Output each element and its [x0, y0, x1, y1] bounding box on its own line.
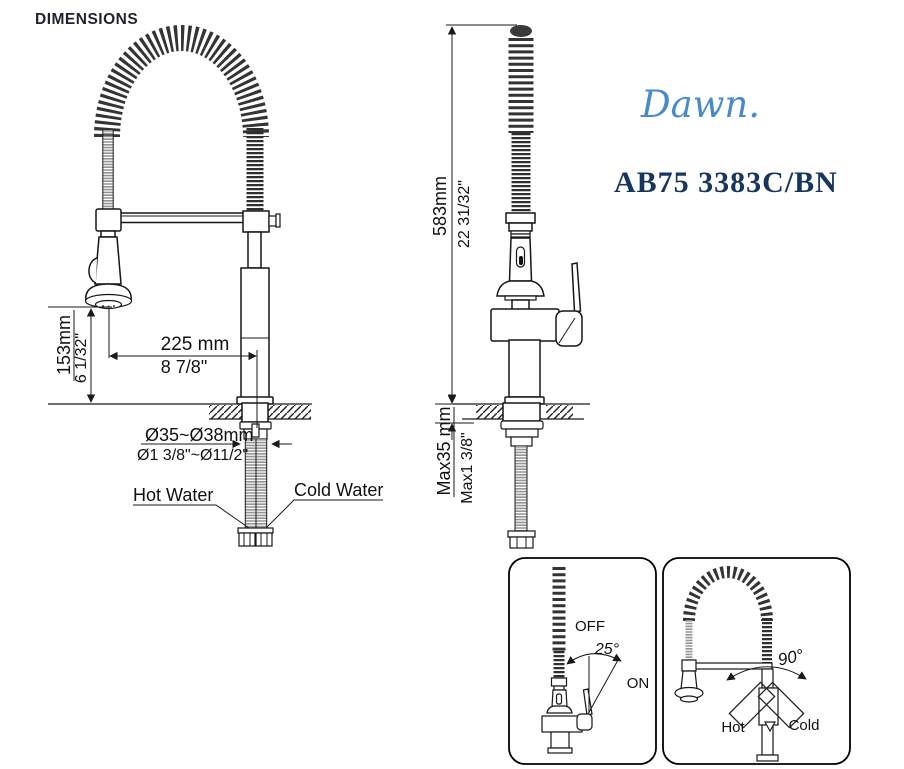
- side-view-dimensions: 583mm 22 31/32" Max35 mm Max1 3/8": [430, 24, 517, 504]
- upper-neck: [247, 231, 262, 269]
- handle-tip: [763, 721, 777, 733]
- mount-hole-in: Ø1 3/8"~Ø11/2": [137, 447, 248, 464]
- spout-height-in: 6 1/32": [73, 333, 90, 383]
- brand-logo: Dawn.: [640, 83, 760, 126]
- spout-reach-mm: 225 mm: [161, 334, 230, 355]
- faucet-body: [490, 308, 560, 342]
- overall-height-in: 22 31/32": [456, 180, 473, 248]
- page-title: DIMENSIONS: [35, 11, 138, 28]
- mounting-shank: [502, 402, 541, 422]
- mounting-shank: [241, 402, 269, 423]
- cold-water-label: Cold Water: [294, 480, 383, 500]
- mount-hole-mm: Ø35~Ø38mm: [145, 425, 254, 445]
- model-number: AB75 3383C/BN: [614, 166, 838, 199]
- overall-height-mm: 583mm: [430, 176, 450, 236]
- lock-washer: [500, 420, 544, 430]
- inset-handle-swivel: 90° Hot Cold: [662, 557, 851, 765]
- max-deck-mm: Max35 mm: [434, 406, 454, 495]
- spray-bell: [496, 280, 545, 297]
- spray-clip: [88, 257, 98, 284]
- hot-water-label: Hot Water: [133, 485, 213, 505]
- hose-collar: [507, 530, 536, 538]
- inset-handle-tilt: OFF 25° ON: [508, 557, 657, 765]
- handle-position-hot: [728, 681, 776, 729]
- spout-reach-in: 8 7/8": [161, 357, 207, 377]
- set-screw: [268, 215, 277, 227]
- on-label: ON: [627, 675, 650, 692]
- support-bar: [117, 212, 248, 224]
- handle-lever: [571, 262, 582, 313]
- handle-position-cold: [757, 681, 805, 729]
- spout-height-mm: 153mm: [54, 315, 74, 375]
- mini-bar: [683, 662, 773, 670]
- counter-hatch: [209, 405, 243, 419]
- hot-label: Hot: [721, 719, 745, 736]
- cold-label: Cold: [789, 717, 820, 734]
- mini-lever: [582, 688, 593, 716]
- swivel-angle-label: 90°: [776, 646, 805, 670]
- hose-adapter: [510, 436, 533, 447]
- side-view-drawing: [453, 25, 590, 549]
- lock-nut: [505, 428, 539, 438]
- max-deck-in: Max1 3/8": [459, 432, 476, 504]
- hex-nut: [238, 532, 256, 547]
- brand-block: Dawn. AB75 3383C/BN: [614, 83, 838, 199]
- off-label: OFF: [575, 618, 605, 635]
- mini-spring-arch: [683, 566, 773, 622]
- front-view-dimensions: 153mm 6 1/32" 225 mm 8 7/8" Ø35~Ø38mm Ø1…: [48, 306, 383, 529]
- lower-column: [508, 339, 541, 398]
- front-view-drawing: [48, 25, 312, 547]
- hex-nut: [255, 532, 273, 547]
- counter-hatch: [546, 405, 573, 419]
- inset-box: [508, 557, 657, 765]
- spring-hose-arch: [94, 25, 269, 138]
- counter-hatch: [268, 405, 311, 419]
- hex-nut: [509, 536, 534, 549]
- tilt-angle-label: 25°: [594, 641, 620, 658]
- hose-coupler: [505, 212, 536, 224]
- mini-body: [541, 715, 583, 733]
- faucet-body: [240, 267, 270, 400]
- hose-coupler: [95, 208, 122, 232]
- bar-bracket: [242, 210, 270, 233]
- counter-hatch: [476, 405, 503, 419]
- hose-collar: [237, 527, 274, 534]
- spray-wand: [94, 236, 122, 285]
